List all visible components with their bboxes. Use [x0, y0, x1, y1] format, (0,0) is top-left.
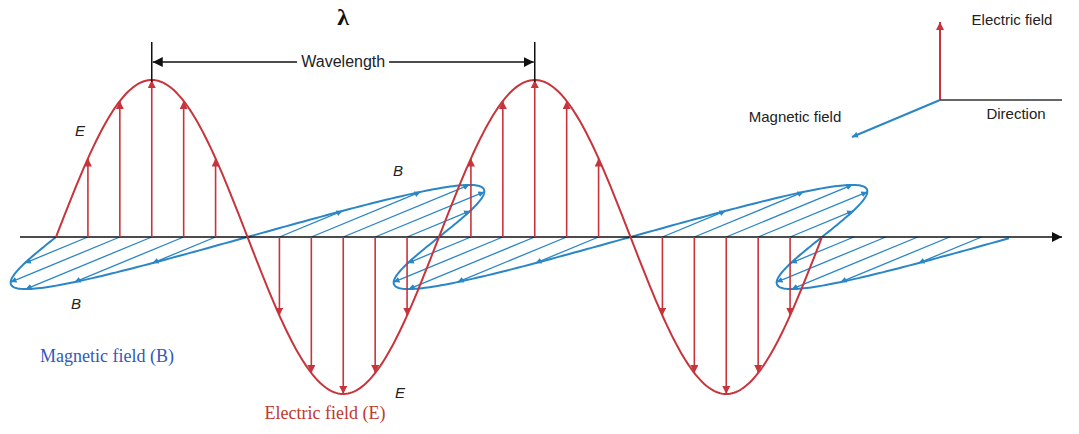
field-symbol: B: [71, 295, 81, 312]
electric-vector: [598, 159, 600, 238]
direction-line: [940, 99, 1062, 101]
electric-vector: [502, 101, 504, 237]
electric-vector: [215, 159, 217, 238]
electric-vector: [662, 237, 664, 316]
electric-direction-arrow: [939, 22, 941, 100]
magnetic-vector: [407, 211, 470, 237]
magnetic-vector: [153, 237, 216, 263]
electric-vector: [789, 237, 791, 316]
magnetic-vector: [343, 185, 469, 237]
wavelength-label: Wavelength: [297, 53, 389, 71]
propagation-axis: [20, 236, 1062, 238]
field-symbol: E: [75, 122, 85, 139]
electric-vector: [566, 101, 568, 237]
field-caption: Electric field (E): [265, 403, 386, 424]
electric-vector: [87, 159, 89, 238]
bracket-tick: [534, 42, 536, 82]
electric-vector: [119, 101, 121, 237]
magnetic-vector: [791, 237, 854, 263]
electric-vector: [757, 237, 759, 373]
magnetic-vector: [536, 237, 599, 263]
axis-label: Direction: [986, 105, 1045, 122]
magnetic-vector: [409, 237, 535, 289]
electric-vector: [406, 237, 408, 316]
magnetic-direction-arrow: [852, 100, 940, 137]
magnetic-vector: [792, 237, 918, 289]
electric-vector: [725, 237, 727, 394]
electric-vector: [470, 159, 472, 238]
bracket-tick: [151, 42, 153, 82]
field-caption: Magnetic field (B): [40, 346, 174, 367]
wavelength-bracket: [152, 42, 535, 82]
electric-vector: [694, 237, 696, 373]
electric-vector: [342, 237, 344, 394]
magnetic-vector: [408, 237, 471, 263]
axis-label: Electric field: [972, 11, 1053, 28]
electric-vector: [183, 101, 185, 237]
magnetic-vector: [26, 237, 152, 289]
electric-vector: [534, 80, 536, 237]
wavelength-symbol: λ: [337, 4, 349, 32]
magnetic-vector: [25, 237, 88, 263]
electric-vector: [151, 80, 153, 237]
electric-vector: [311, 237, 313, 373]
magnetic-vector: [919, 237, 982, 263]
magnetic-vector: [662, 211, 725, 237]
electric-vector: [279, 237, 281, 316]
axis-triad: [852, 22, 1062, 137]
magnetic-vector: [790, 211, 853, 237]
field-symbol: E: [395, 384, 405, 401]
magnetic-vector: [726, 185, 852, 237]
field-symbol: B: [393, 162, 403, 179]
magnetic-vector: [279, 211, 342, 237]
axis-label: Magnetic field: [749, 108, 842, 125]
electric-vector: [374, 237, 376, 373]
